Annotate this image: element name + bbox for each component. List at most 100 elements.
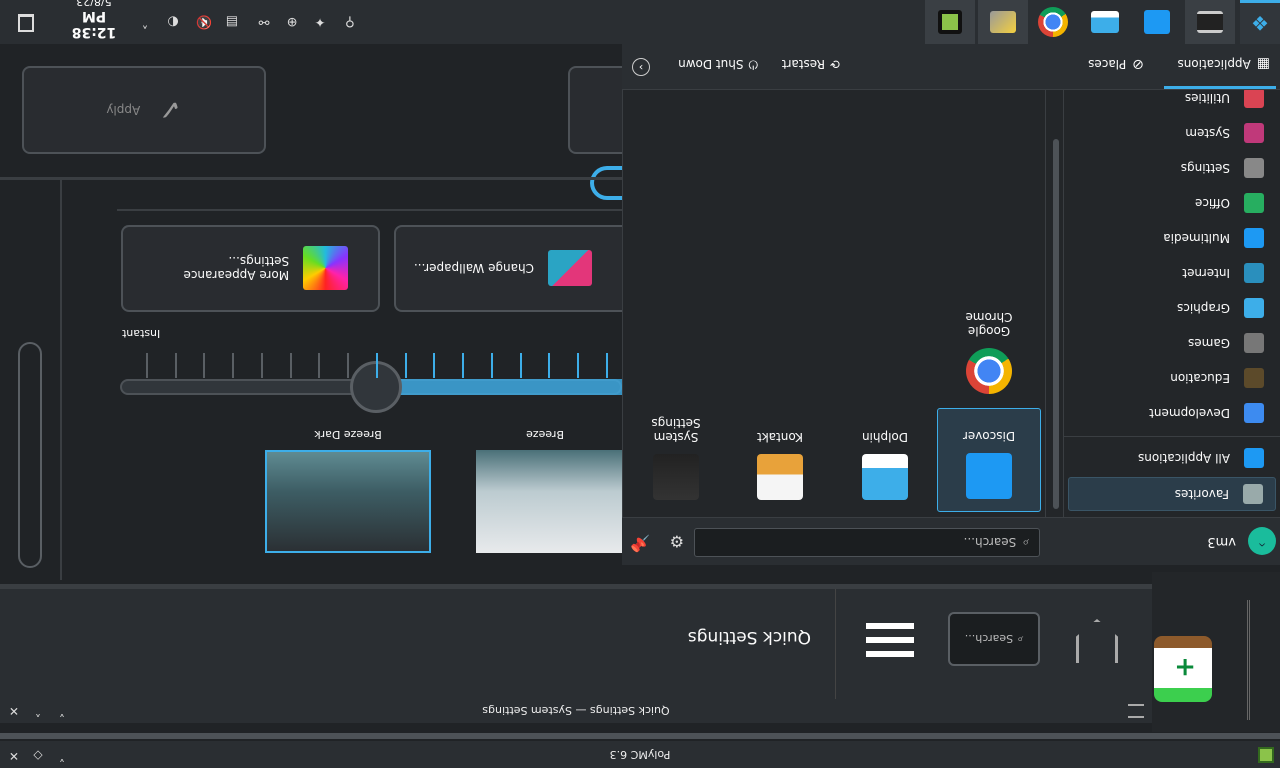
category-education[interactable]: Education	[1068, 361, 1276, 395]
polymc-titlebar[interactable]: PolyMC 6.3 ˅ ◇ ✕	[0, 741, 1280, 768]
slider-tick	[376, 353, 378, 378]
discover-icon	[966, 453, 1012, 499]
theme-thumbnail-breeze-dark[interactable]	[265, 450, 431, 553]
grid-scrollbar[interactable]	[1053, 139, 1059, 509]
close-button[interactable]: ✕	[8, 704, 20, 718]
task-polymc[interactable]	[925, 0, 975, 44]
separator	[117, 209, 622, 211]
user-avatar[interactable]: ^	[1248, 527, 1276, 555]
google-chrome-icon	[966, 348, 1012, 394]
minimize-button[interactable]: ˅	[59, 704, 65, 718]
task-google-chrome[interactable]	[1028, 0, 1078, 44]
category-office[interactable]: Office	[1068, 186, 1276, 220]
multimedia-icon	[1244, 228, 1264, 248]
toggle-indicator[interactable]	[590, 166, 622, 200]
kde-connect-icon[interactable]: ⚲	[345, 14, 355, 30]
updates-icon[interactable]: ⊕	[286, 14, 298, 30]
kontakt-icon	[757, 454, 803, 500]
volume-muted-icon[interactable]: 🔇	[195, 14, 213, 30]
office-icon	[1244, 193, 1264, 213]
slider-tick	[491, 353, 493, 378]
slider-tick	[261, 353, 263, 378]
scrollbar[interactable]	[1247, 600, 1250, 720]
category-settings[interactable]: Settings	[1068, 151, 1276, 185]
category-games[interactable]: Games	[1068, 326, 1276, 360]
settings-title: Quick Settings — System Settings	[482, 704, 670, 718]
category-development[interactable]: Development	[1068, 396, 1276, 430]
task-discover[interactable]	[1132, 0, 1182, 44]
category-system[interactable]: System	[1068, 116, 1276, 150]
category-label: System	[1185, 126, 1230, 140]
clipboard-icon[interactable]: ▤	[225, 14, 239, 30]
slider-tick	[433, 353, 436, 378]
task-system-settings[interactable]	[1185, 0, 1235, 44]
change-wallpaper-label: Change Wallpaper...	[413, 261, 534, 276]
reset-button[interactable]	[568, 66, 622, 154]
more-appearance-label: More Appearance Settings...	[183, 254, 290, 283]
change-wallpaper-button[interactable]: Change Wallpaper...	[394, 225, 622, 312]
sidebar-search-input[interactable]: ⌕Search...	[948, 612, 1040, 666]
category-graphics[interactable]: Graphics	[1068, 291, 1276, 325]
favorite-system-settings[interactable]: System Settings	[624, 408, 728, 512]
favorite-google-chrome[interactable]: Google Chrome	[937, 302, 1041, 406]
divider	[1045, 90, 1046, 517]
maximize-button[interactable]: ˄	[35, 704, 41, 718]
network-icon[interactable]: ⚯	[258, 14, 270, 30]
graphics-icon	[1244, 298, 1264, 318]
more-appearance-settings-button[interactable]: More Appearance Settings...	[121, 225, 380, 312]
task-dolphin[interactable]	[1080, 0, 1130, 44]
shutdown-button[interactable]: ⏻Shut Down	[678, 57, 758, 73]
chrome-icon	[1038, 7, 1068, 37]
dolphin-icon	[862, 454, 908, 500]
slider-tick	[318, 353, 321, 378]
slider-tick	[577, 353, 580, 378]
favorite-dolphin[interactable]: Dolphin	[833, 408, 937, 512]
search-icon: ⌕	[1017, 633, 1024, 646]
task-polymc-minecraft[interactable]	[978, 0, 1028, 44]
category-label: Development	[1149, 406, 1230, 420]
category-favorites[interactable]: Favorites	[1068, 477, 1276, 511]
color-palette-icon	[303, 246, 348, 291]
minecraft-tray-icon[interactable]: ✦	[314, 14, 326, 30]
compass-icon: ⊘	[1132, 56, 1144, 73]
tab-applications[interactable]: ▦Applications	[1164, 43, 1276, 89]
slider-tick	[289, 353, 292, 378]
close-button[interactable]: ✕	[8, 749, 20, 763]
restart-button[interactable]: ⟳Restart	[781, 57, 840, 72]
all-applications-icon	[1244, 448, 1264, 468]
configure-icon[interactable]: ⚙	[669, 532, 684, 551]
leave-menu-icon[interactable]: ›	[632, 58, 650, 76]
show-desktop-button[interactable]	[18, 14, 34, 32]
tab-places[interactable]: ⊘Places	[1088, 56, 1144, 73]
keep-above-button[interactable]: ◇	[33, 749, 43, 763]
apply-button[interactable]: ✓ Apply	[22, 66, 266, 154]
clock[interactable]: 12:38 PM 5/8/23	[58, 0, 130, 40]
polymc-icon	[938, 10, 962, 34]
footer-border	[0, 177, 622, 180]
tray-expand-chevron-icon[interactable]: ˄	[141, 14, 149, 30]
application-launcher-button[interactable]: ❖	[1240, 0, 1280, 44]
polymc-content: +	[1152, 572, 1280, 732]
slider-tick	[232, 353, 235, 378]
hamburger-menu-button[interactable]	[866, 623, 914, 657]
slider-tick	[548, 353, 551, 378]
scrollbar-thumb[interactable]	[18, 342, 42, 568]
wallpaper-icon	[548, 250, 592, 287]
folder-icon	[1091, 11, 1119, 33]
night-color-icon[interactable]: ◐	[167, 14, 179, 30]
kickoff-search-input[interactable]: ⌕Search...	[694, 528, 1040, 557]
favorite-discover[interactable]: Discover	[937, 408, 1041, 512]
theme-thumbnail-breeze[interactable]	[476, 450, 622, 553]
minecraft-instance-icon[interactable]: +	[1154, 636, 1212, 702]
category-internet[interactable]: Internet	[1068, 256, 1276, 290]
pin-icon[interactable]: 📌	[630, 534, 650, 553]
header-border	[0, 584, 1152, 589]
slider-tick	[462, 353, 465, 378]
favorite-kontakt[interactable]: Kontakt	[728, 408, 832, 512]
minimize-button[interactable]: ˅	[59, 749, 65, 763]
settings-titlebar[interactable]: Quick Settings — System Settings ˅ ˄ ✕	[0, 699, 1152, 723]
category-label: Favorites	[1174, 487, 1229, 501]
category-all-applications[interactable]: All Applications	[1068, 441, 1276, 475]
back-arrow-icon[interactable]	[1076, 619, 1118, 663]
category-multimedia[interactable]: Multimedia	[1068, 221, 1276, 255]
